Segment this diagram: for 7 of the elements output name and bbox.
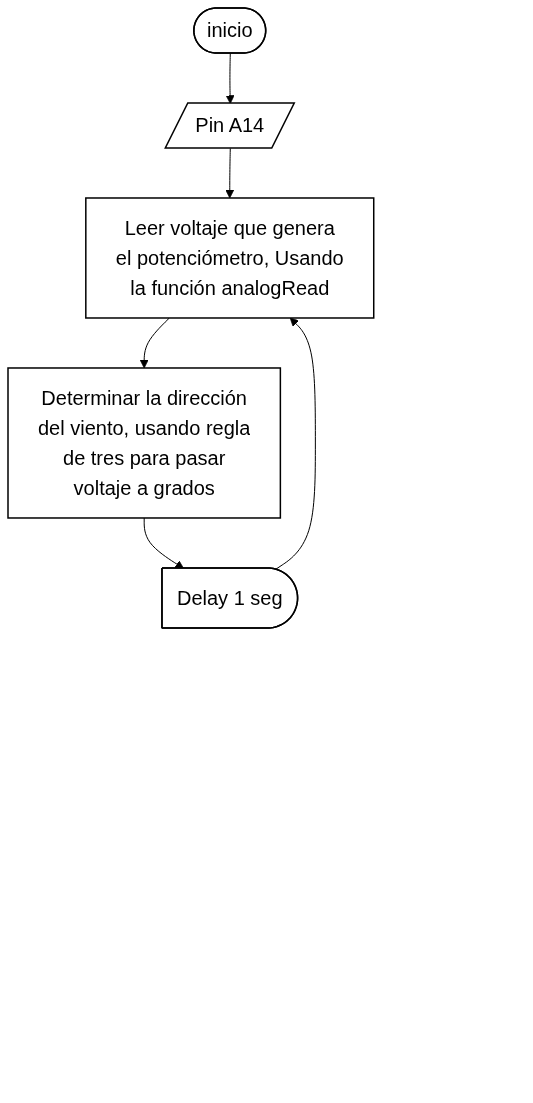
node-box: Determinar la dirección del viento, usando regla de tres para pasar voltaje a grados — [7, 367, 282, 519]
arrow — [275, 317, 316, 570]
arrow — [139, 317, 170, 369]
arrow — [225, 53, 235, 104]
arrow — [225, 148, 235, 199]
node-box: Leer voltaje que genera el potenciómetro, Usando la función analogRead — [85, 197, 375, 319]
arrow — [143, 517, 184, 569]
